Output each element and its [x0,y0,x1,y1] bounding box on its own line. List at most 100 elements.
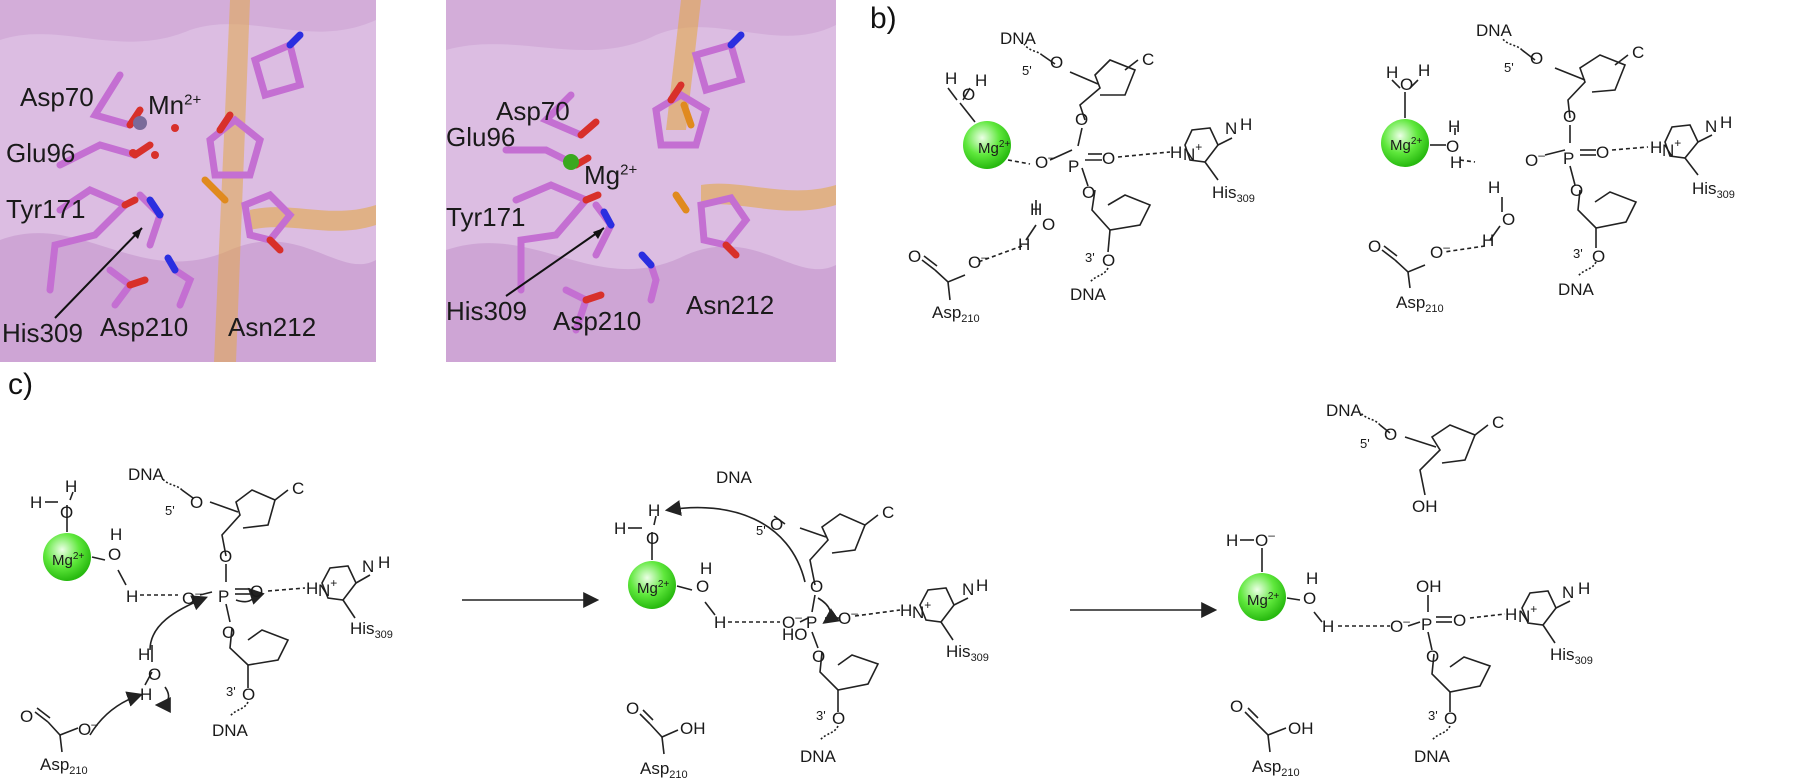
dna-label: DNA [800,747,837,766]
atom-p: P [1421,615,1432,634]
atom-o-minus: O– [1430,240,1450,262]
atom-h: H [1482,231,1494,250]
label-asp70-mg: Asp70 [496,96,570,126]
atom-n: N [362,557,374,576]
atom-o: O [222,623,235,642]
three-prime: 3' [226,684,236,699]
atom-h: H [1448,117,1460,136]
base-c: C [882,503,894,522]
atom-o: O [832,709,845,728]
atom-o: O [1400,75,1413,94]
atom-o: O [1453,611,1466,630]
atom-h: H [1170,143,1182,162]
atom-o: O [250,582,263,601]
atom-o: O [1230,697,1243,716]
label-asn212-mg: Asn212 [686,290,775,320]
asp210-label: Asp210 [40,755,88,777]
atom-h: H [378,553,390,572]
dna-label: DNA [1476,21,1513,40]
atom-h: H [1450,153,1462,172]
atom-o: O [770,515,783,534]
atom-o: O [1592,247,1605,266]
base-c: C [1632,43,1644,62]
atom-o: O [1563,107,1576,126]
atom-h: H [1018,235,1030,254]
atom-h: H [1306,569,1318,588]
scheme-c-2 [628,500,969,755]
label-asp210-mn: Asp210 [100,312,189,342]
atom-n: N [962,580,974,599]
atom-h: H [648,501,660,520]
atom-h: H [1720,113,1732,132]
dna-label: DNA [1326,401,1363,420]
atom-h: H [65,477,77,496]
atom-o: O [190,493,203,512]
label-glu96-mg: Glu96 [446,122,516,152]
atom-n: N [1705,117,1717,136]
atom-h: H [110,525,122,544]
scheme-c-1-text: Mg2+ H O H O H H O– P O O O O 5' DNA C O… [20,465,393,777]
base-c: C [1142,50,1154,69]
label-tyr171-mn: Tyr171 [6,194,86,224]
structure-render-mg [446,0,836,362]
scheme-b-right [1381,37,1713,289]
atom-o: O [1444,709,1457,728]
panel-label-b: b) [870,2,897,35]
atom-h: H [700,559,712,578]
scheme-c-2-text: Mg2+ H O H O H H O– P O– O O HO O 5' DNA… [614,468,989,781]
oh-group: OH [1288,719,1314,738]
atom-h: H [1226,531,1238,550]
asp210-label: Asp210 [1252,757,1300,779]
label-mn: Mn2+ [148,90,201,121]
atom-h: H [1650,138,1662,157]
five-prime: 5' [1022,63,1032,78]
label-asp210-mg: Asp210 [553,306,642,336]
atom-n: N [1562,583,1574,602]
base-c: C [292,479,304,498]
atom-o-minus: O– [1525,148,1545,170]
atom-o-minus: O– [1390,614,1410,636]
atom-o: O [1384,425,1397,444]
atom-o: O [1368,237,1381,256]
label-mg-charge: 2+ [620,161,638,179]
atom-h: H [1322,617,1334,636]
label-mn-charge: 2+ [184,91,202,109]
atom-o: O [962,85,975,104]
oh-group: OH [1416,577,1442,596]
atom-o: O [1082,183,1095,202]
his309-label: His309 [350,619,393,641]
label-mg-structure: Mg2+ [584,160,637,191]
atom-h: H [714,613,726,632]
dna-label: DNA [1558,280,1595,299]
atom-o: O [108,545,121,564]
atom-o-minus: O– [1035,150,1055,172]
scheme-b-left [921,43,1233,301]
atom-o: O [1102,149,1115,168]
dna-label: DNA [1414,747,1451,766]
atom-p: P [806,613,817,632]
atom-h: H [30,493,42,512]
scheme-c-3-text: Mg2+ H O– O H H O– P O OH O O 3' DNA H N… [1226,401,1593,779]
three-prime: 3' [816,708,826,723]
atom-p: P [218,587,229,606]
dna-label: DNA [1000,29,1037,48]
five-prime: 5' [1360,436,1370,451]
his309-arrow-mg [505,227,605,297]
structure-image-mn [0,0,376,362]
atom-o: O [1042,215,1055,234]
atom-o: O [812,647,825,666]
atom-p: P [1563,149,1574,168]
atom-h: H [1578,579,1590,598]
atom-o: O [1570,181,1583,200]
atom-o: O [20,707,33,726]
atom-h: H [1386,63,1398,82]
atom-p: P [1068,157,1079,176]
atom-o: O [60,503,73,522]
scheme-b-left-text: Mg2+ H O H O– P O O O O 5' DNA C O 3' DN… [908,29,1255,325]
asp210-label: Asp210 [1396,293,1444,315]
his309-label: His309 [1550,645,1593,667]
five-prime: 5' [165,503,175,518]
his309-arrow-mn [54,227,143,319]
atom-o: O [696,577,709,596]
